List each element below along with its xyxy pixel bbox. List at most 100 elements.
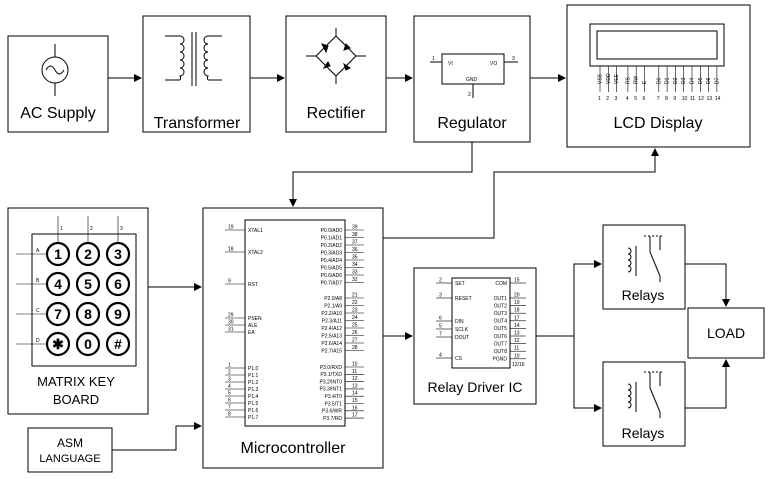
mcu-pin-name: P3.2/INT0 [319,379,342,385]
regulator-pin-vi: VI [448,61,453,67]
mcu-pin-number: 24 [352,315,358,321]
relay-bottom-icon [627,371,664,418]
mcu-pin-number: 29 [228,313,234,319]
mcu-pin-name: P2.5/A13 [321,333,342,339]
asm-label: ASM [57,436,83,450]
mcu-pin-number: 22 [352,300,358,306]
mcu-pin-number: 30 [228,320,234,326]
driver-pin-number: 13 [514,331,520,337]
svg-text:#: # [114,336,122,352]
mcu-pin-number: 1 [228,363,231,369]
lcd-pin-number: 1 [598,96,601,102]
relay-top-icon [627,235,664,282]
keypad-key: # [105,331,131,357]
mcu-pin-name: EA [248,330,255,336]
regulator-pin-2: 2 [468,92,471,98]
lcd-pin-label: D1 [665,77,671,84]
driver-pin-number: 2 [439,278,442,284]
keypad-key: 3 [105,241,131,267]
mcu-pin-name: P0.6/AD6 [321,273,343,279]
lcd-pin-label: VEE [614,73,620,84]
mcu-pin-number: 23 [352,308,358,314]
mcu-pin-name: P2.2/A10 [321,311,342,317]
driver-pin-number: 3 [439,293,442,299]
mcu-pin-name: ALE [248,323,258,329]
mcu-pin-number: 37 [352,240,358,246]
mcu-pin-number: 17 [352,413,358,419]
keypad-col-label: 2 [90,226,93,232]
lcd-pin-label: D5 [698,77,704,84]
mcu-pin-number: 27 [352,338,358,344]
keypad-key: 9 [105,301,131,327]
driver-pin-name: PGND [493,357,508,363]
mcu-pin-number: 34 [352,262,358,268]
driver-extra-label: 12/16 [512,362,525,368]
driver-pin-number: 6 [439,316,442,322]
driver-pin-name: SCLK [455,327,469,333]
mcu-chip [244,219,346,427]
asm-language-label: LANGUAGE [39,453,100,465]
mcu-pin-number: 36 [352,247,358,253]
mcu-pin-name: P3.6/WR [322,409,342,415]
lcd-pin-label: D2 [673,77,679,84]
mcu-pin-number: 8 [228,412,231,418]
lcd-pin-number: 5 [634,96,637,102]
svg-text:7: 7 [54,306,62,322]
driver-pin-number: 4 [439,353,442,359]
regulator-block: VI VO GND 1 3 2 Regulator [413,15,531,143]
mcu-pin-name: P3.5/T1 [324,401,342,407]
mcu-pin-name: P1.3 [248,387,259,393]
keypad-key: 0 [75,331,101,357]
driver-pin-number: 17 [514,315,520,321]
asm-language-block: ASM LANGUAGE [27,427,113,473]
regulator-ic-icon: VI VO GND 1 3 2 [430,53,518,98]
microcontroller-block: 19XTAL118XTAL29RST29PSEN30ALE31EA1P1.02P… [202,207,384,469]
mcu-pin-name: P2.6/A14 [321,341,342,347]
mcu-pin-number: 38 [352,232,358,238]
mcu-pin-number: 4 [228,384,231,390]
lcd-pin-number: 12 [698,96,704,102]
mcu-pin-name: P1.6 [248,408,259,414]
lcd-pin-number: 13 [707,96,713,102]
keypad-key: 8 [75,301,101,327]
transformer-label: Transformer [154,115,241,132]
mcu-pin-number: 9 [228,279,231,285]
mcu-pin-name: P1.5 [248,401,259,407]
mcu-pin-number: 3 [228,377,231,383]
matrix-keyboard-label-line2: BOARD [53,392,99,407]
mcu-pin-name: P0.3/AD3 [321,250,343,256]
mcu-pin-number: 31 [228,327,234,333]
lcd-pin-number: 8 [665,96,668,102]
mcu-pin-number: 21 [352,293,358,299]
driver-pin-number: 10 [514,353,520,359]
keypad-key: 5 [75,271,101,297]
mcu-pin-name: P1.4 [248,394,259,400]
lcd-pin-number: 9 [673,96,676,102]
lcd-pin-number: 11 [690,96,695,102]
driver-pin-name: OUT6 [494,334,508,340]
driver-pin-number: 12 [514,338,520,344]
driver-pin-name: RESET [455,296,472,302]
lcd-pin-number: 6 [643,96,646,102]
mcu-pin-name: P2.0/A8 [324,296,342,302]
relay-driver-label: Relay Driver IC [428,379,523,395]
mcu-pin-number: 19 [228,225,234,231]
mcu-pin-name: P3.3/INT1 [319,387,342,393]
mcu-pin-name: PSEN [248,316,262,322]
relays-bottom-block: Relays [602,361,686,447]
keypad-col-label: 1 [60,226,63,232]
driver-pin-number: 15 [514,278,520,284]
regulator-pin-1: 1 [432,56,435,62]
mcu-pin-name: P3.0/RXD [320,365,343,371]
mcu-pin-name: P0.7/AD7 [321,280,343,286]
relay-driver-block: 2SET3RESET6DIN5SCLK7DOUT4CS15COM20OUT119… [413,267,537,405]
svg-text:✱: ✱ [52,336,64,352]
mcu-pin-name: P1.7 [248,415,259,421]
lcd-pin-number: 3 [615,96,618,102]
mcu-pin-name: P0.5/AD5 [321,265,343,271]
lcd-pin-number: 14 [715,96,721,102]
regulator-pin-3: 3 [512,56,515,62]
mcu-pin-number: 10 [352,362,358,368]
